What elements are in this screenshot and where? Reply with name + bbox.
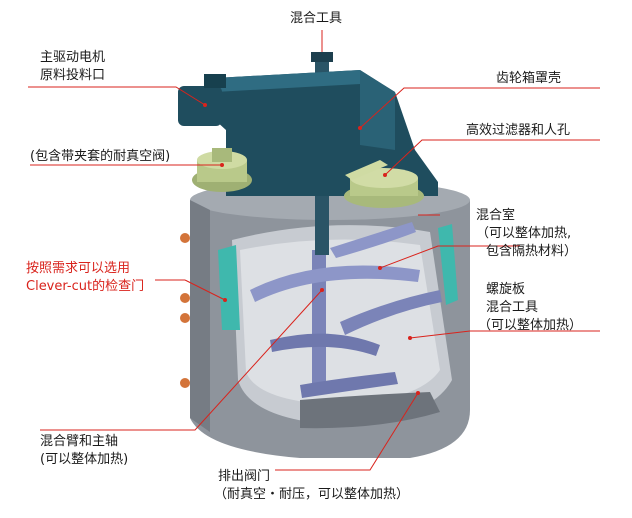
label-material-inlet: 原料投料口 bbox=[40, 68, 106, 83]
label-discharge-valve: 排出阀门 bbox=[218, 469, 271, 484]
label-main-motor: 主驱动电机 bbox=[40, 50, 106, 65]
label-chamber-sub2: 包含隔热材料） bbox=[486, 244, 578, 259]
filter-icon bbox=[344, 160, 424, 208]
label-filter-manhole: 高效过滤器和人孔 bbox=[466, 123, 571, 138]
heater-port-icon bbox=[180, 233, 190, 388]
vessel-body bbox=[190, 180, 470, 458]
label-arm-shaft: 混合臂和主轴 bbox=[40, 434, 119, 449]
label-inspection-door-2: Clever-cut的检查门 bbox=[26, 279, 145, 294]
label-mixing-tool-right-sub: （可以整体加热） bbox=[478, 318, 583, 333]
label-discharge-valve-sub: （耐真空・耐压，可以整体加热） bbox=[214, 487, 410, 502]
label-gearbox-cover: 齿轮箱罩壳 bbox=[496, 71, 562, 86]
label-chamber-title: 混合室 bbox=[476, 208, 516, 223]
label-mixing-tool-top: 混合工具 bbox=[290, 11, 343, 26]
label-chamber-sub1: （可以整体加热, bbox=[476, 226, 572, 241]
leader-lines bbox=[28, 30, 600, 471]
label-arm-shaft-sub: (可以整体加热) bbox=[40, 452, 129, 467]
label-spiral-plate: 螺旋板 bbox=[486, 282, 526, 297]
label-inspection-door-1: 按照需求可以选用 bbox=[26, 261, 131, 276]
motor-icon bbox=[178, 74, 226, 126]
label-mixing-tool-right: 混合工具 bbox=[486, 300, 539, 315]
label-vacuum-valve: (包含带夹套的耐真空阀) bbox=[30, 149, 171, 164]
spiral-blade-icon bbox=[250, 222, 442, 398]
